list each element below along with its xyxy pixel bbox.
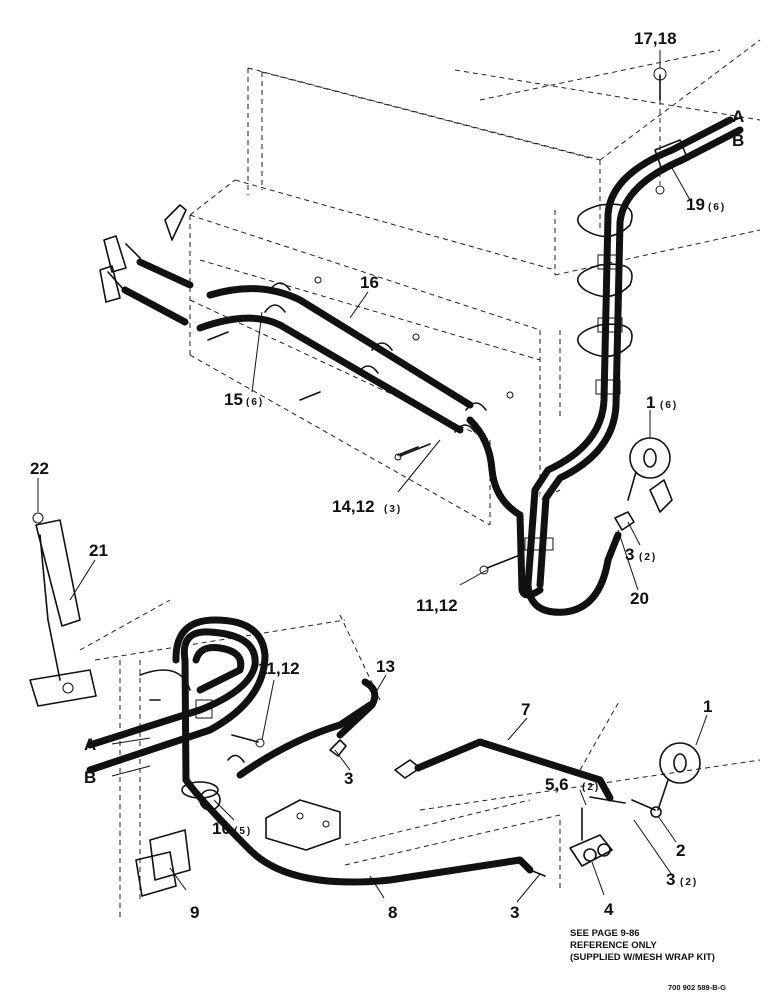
callout-21: 21 [89,541,108,560]
callout-3-mid: 3 [344,769,353,788]
callout-b-bottom: B [84,768,96,787]
callout-14-12-qty: (3) [384,504,402,515]
drawing-code: 700 902 589-B-G [668,983,726,992]
callout-10: 10 [212,819,231,838]
callout-1-bottom: 1 [703,697,712,716]
vertical-hose-bundle [524,67,744,589]
callout-5-6-qty: (2) [582,782,600,793]
callout-13: 13 [376,657,395,676]
upper-bolts [394,443,521,575]
callout-3-bottom: 3 [510,903,519,922]
upper-frame-outline [189,39,761,526]
callout-3-top: 3 [625,545,634,564]
horizontal-hoses-upper [121,258,514,456]
callout-19-qty: (6) [708,202,726,213]
callout-a-bottom: A [84,735,96,754]
o-ring-detail-lower [650,742,701,818]
lower-frame-outline [79,599,761,920]
note-line-3: (SUPPLIED W/MESH WRAP KIT) [570,952,715,963]
callout-17-18: 17,18 [634,29,677,48]
callout-9: 9 [190,903,199,922]
callout-7: 7 [521,700,530,719]
callout-1-top: 1 [646,393,655,412]
leader-lines [37,50,741,903]
upper-hose-loop [466,416,612,616]
note-line-1: SEE PAGE 9-86 [570,928,640,939]
callout-1-top-qty: (6) [660,400,678,411]
callout-b-top: B [732,131,744,150]
callout-a-top: A [732,107,744,126]
callout-3-top-qty: (2) [639,552,657,563]
callout-19: 19 [686,195,705,214]
callout-15: 15 [224,390,243,409]
callout-11-12-top: 11,12 [416,596,458,615]
callout-3-bottom-right: 3 [666,870,675,889]
callout-5-6: 5,6 [545,775,569,794]
callout-20: 20 [630,589,649,608]
callout-15-qty: (6) [246,397,264,408]
callout-8: 8 [388,903,397,922]
note-line-2: REFERENCE ONLY [570,940,657,951]
upper-left-fittings [99,204,187,303]
callout-3-bottom-right-qty: (2) [680,877,698,888]
lower-hose-loop [86,616,614,886]
callout-16: 16 [360,273,379,292]
callout-11-12-bottom: 11,12 [258,659,300,678]
callout-4: 4 [604,900,614,919]
bracket-assembly [29,512,97,707]
o-ring-detail-upper [604,437,673,564]
callout-14-12: 14,12 [332,497,375,516]
callout-22: 22 [30,459,49,478]
callout-labels: 17,18 A B 19 (6) 16 15 (6) 1 (6) 22 21 1… [30,29,744,922]
lower-fittings [135,734,656,897]
reference-note: SEE PAGE 9-86 REFERENCE ONLY (SUPPLIED W… [570,928,715,963]
callout-10-qty: (5) [234,826,252,837]
callout-2: 2 [676,841,685,860]
